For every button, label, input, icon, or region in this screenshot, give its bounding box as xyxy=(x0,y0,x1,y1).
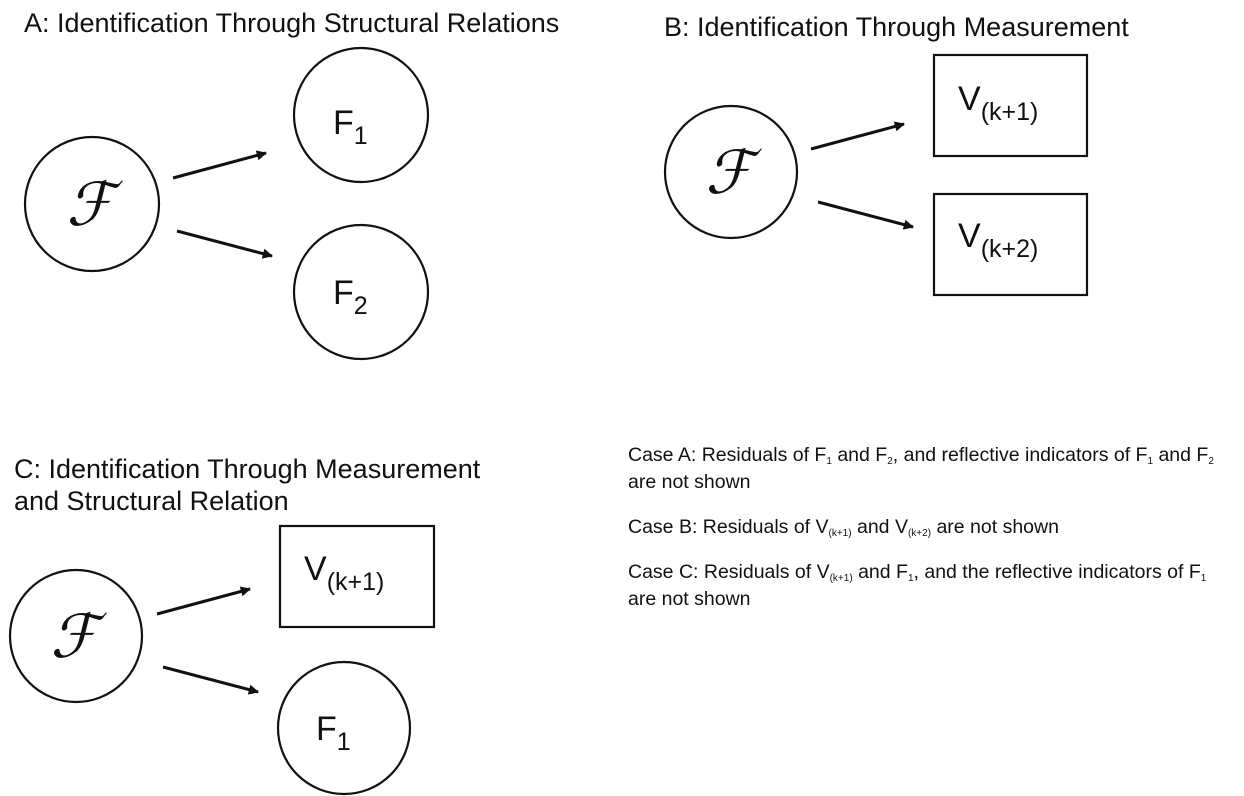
note-b-sub: (k+1) xyxy=(828,527,852,539)
panel-b-title: B: Identification Through Measurement xyxy=(664,12,1129,42)
note-b-text: are not shown xyxy=(931,515,1059,538)
note-b-text: and V xyxy=(851,515,908,538)
panel-b-arrow-to-vk1 xyxy=(810,121,905,151)
panel-a-latent-node: ℱ xyxy=(23,135,161,273)
note-b-sub: (k+2) xyxy=(907,527,932,539)
note-c-sub: (k+1) xyxy=(829,572,853,584)
c-f1-label-base: F xyxy=(316,710,337,748)
note-a-sub: 1 xyxy=(1147,456,1154,467)
f1-label-sub: 1 xyxy=(354,122,368,150)
svg-text:V(k+1): V(k+1) xyxy=(958,80,1038,126)
panel-a-diagram: ℱ F1 F2 xyxy=(23,46,430,361)
c-vk1-label-base: V xyxy=(304,550,327,588)
vk2-label-sub: (k+2) xyxy=(981,235,1039,263)
f1-label-base: F xyxy=(333,104,354,142)
svg-text:F1: F1 xyxy=(316,710,351,756)
note-a-sub: 1 xyxy=(826,456,832,467)
panel-b-indicator-vk1: V(k+1) xyxy=(932,53,1089,158)
panel-b-latent-node: ℱ xyxy=(663,104,799,240)
f2-label-base: F xyxy=(333,274,354,312)
panel-b-diagram: ℱ V(k+1) V(k+2) xyxy=(663,53,1089,297)
panel-b-indicator-vk2: V(k+2) xyxy=(932,192,1089,297)
svg-text:F2: F2 xyxy=(333,274,368,320)
note-case-c: Case C: Residuals of V(k+1) and F1, and … xyxy=(628,559,1238,613)
panel-b-arrow-to-vk2 xyxy=(817,200,914,230)
panel-c-indicator-vk1: V(k+1) xyxy=(278,524,436,629)
panel-a-arrow-to-f2 xyxy=(176,229,273,259)
panel-c-node-f1: F1 xyxy=(276,660,412,796)
note-a-text: , and reflective indicators of F xyxy=(892,444,1148,466)
note-c-sub: 1 xyxy=(907,572,914,584)
svg-text:F1: F1 xyxy=(333,104,368,150)
vk1-label-base: V xyxy=(958,80,981,118)
panel-c-title: C: Identification Through Measurement an… xyxy=(14,454,480,518)
panel-c-arrow-to-vk1 xyxy=(156,586,251,616)
note-c-text: are not shown xyxy=(628,587,751,610)
c-vk1-label-sub: (k+1) xyxy=(327,568,385,596)
note-c-sub: 1 xyxy=(1200,572,1207,584)
note-a-text: and F xyxy=(1153,444,1209,466)
note-c-text: and F xyxy=(852,560,908,583)
panel-a-title: A: Identification Through Structural Rel… xyxy=(24,8,560,38)
panel-c-latent-node: ℱ xyxy=(8,568,144,704)
note-b-text: Case B: Residuals of V xyxy=(628,515,829,538)
panel-a-arrow-to-f1 xyxy=(172,150,267,180)
c-f1-label-sub: 1 xyxy=(337,728,351,756)
vk2-label-base: V xyxy=(958,217,981,255)
vk1-label-sub: (k+1) xyxy=(981,98,1039,126)
note-a-text: are not shown xyxy=(628,470,751,493)
panel-a-node-f2: F2 xyxy=(292,223,430,361)
note-a-sub: 2 xyxy=(887,456,893,467)
note-c-text: Case C: Residuals of V xyxy=(628,560,830,583)
panel-c-title-line2: and Structural Relation xyxy=(14,485,289,516)
panel-c-arrow-to-f1 xyxy=(162,665,259,695)
svg-text:V(k+2): V(k+2) xyxy=(958,217,1038,263)
panel-c-diagram: ℱ V(k+1) F1 xyxy=(8,524,436,796)
note-a-text: Case A: Residuals of F xyxy=(628,444,827,466)
case-notes: Case A: Residuals of F1 and F2, and refl… xyxy=(628,442,1238,631)
note-case-b: Case B: Residuals of V(k+1) and V(k+2) a… xyxy=(628,514,1238,541)
svg-text:V(k+1): V(k+1) xyxy=(304,550,384,596)
f2-label-sub: 2 xyxy=(354,292,368,320)
panel-c-title-line1: C: Identification Through Measurement xyxy=(14,454,481,484)
note-a-text: and F xyxy=(831,444,888,466)
note-case-a: Case A: Residuals of F1 and F2, and refl… xyxy=(628,442,1238,496)
note-a-sub: 2 xyxy=(1208,456,1214,467)
note-c-text: , and the reflective indicators of F xyxy=(913,560,1201,583)
panel-a-node-f1: F1 xyxy=(292,46,430,184)
